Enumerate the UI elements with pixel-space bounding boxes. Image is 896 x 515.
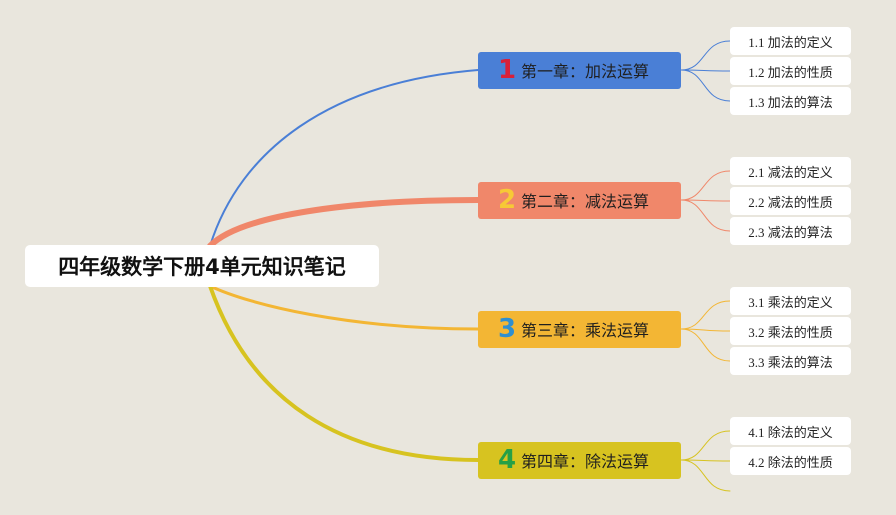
topic-node-3-2[interactable]: 3.2 乘法的性质 (730, 317, 851, 345)
sub-branch-line-3-1 (680, 300, 731, 330)
topic-node-1-3[interactable]: 1.3 加法的算法 (730, 87, 851, 115)
sub-branch-line-4-1 (680, 430, 731, 461)
sub-branch-line-1-1 (680, 40, 731, 71)
topic-node-1-2[interactable]: 1.2 加法的性质 (730, 57, 851, 85)
topic-node-2-1[interactable]: 2.1 减法的定义 (730, 157, 851, 185)
sub-branch-line-1-3 (680, 69, 731, 102)
topic-node-3-1[interactable]: 3.1 乘法的定义 (730, 287, 851, 315)
topic-node-4-2[interactable]: 4.2 除法的性质 (730, 447, 851, 475)
sub-branch-line-2-3 (680, 199, 731, 232)
sub-branch-line-1-2 (680, 69, 731, 72)
root-title: 四年级数学下册4单元知识笔记 (58, 255, 346, 279)
sub-branch-line-2-1 (680, 170, 731, 201)
chapter-number-4: 4 (497, 445, 517, 475)
branch-line-chapter-3 (208, 284, 480, 331)
topic-node-3-3[interactable]: 3.3 乘法的算法 (730, 347, 851, 375)
branch-line-chapter-2 (207, 197, 481, 249)
branch-line-chapter-4 (208, 284, 480, 462)
sub-branch-line-3-2 (680, 328, 731, 332)
chapter-title-3: 第三章：乘法运算 (521, 321, 650, 340)
sub-branch-line-4-3 (680, 459, 731, 492)
chapter-number-3: 3 (497, 314, 517, 344)
sub-branch-line-4-2 (680, 459, 731, 462)
branch-line-chapter-1 (209, 69, 479, 247)
sub-branch-line-3-3 (680, 328, 731, 362)
topic-node-1-1[interactable]: 1.1 加法的定义 (730, 27, 851, 55)
root-topic[interactable]: 四年级数学下册4单元知识笔记 (25, 245, 379, 287)
chapter-title-2: 第二章：减法运算 (521, 192, 650, 211)
chapter-title-1: 第一章：加法运算 (521, 62, 650, 81)
topic-node-2-3[interactable]: 2.3 减法的算法 (730, 217, 851, 245)
chapter-title-4: 第四章：除法运算 (521, 452, 650, 471)
chapter-number-1: 1 (497, 55, 517, 85)
topic-node-4-1[interactable]: 4.1 除法的定义 (730, 417, 851, 445)
topic-node-2-2[interactable]: 2.2 减法的性质 (730, 187, 851, 215)
sub-branch-line-2-2 (680, 199, 731, 202)
chapter-number-2: 2 (497, 185, 517, 215)
